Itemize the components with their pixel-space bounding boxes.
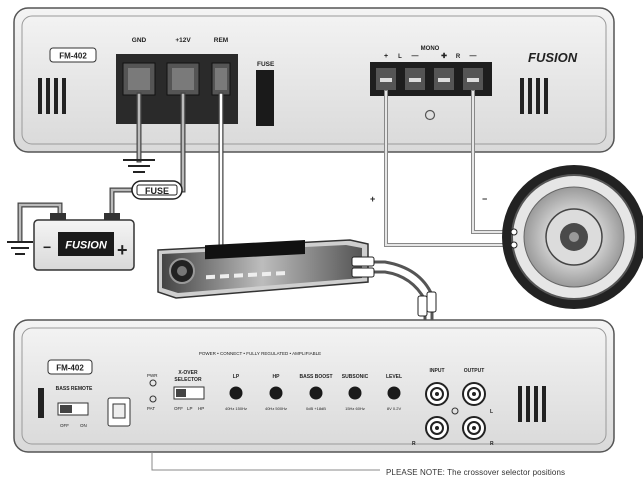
pat-label: PAT [147, 406, 155, 411]
knob-lp[interactable] [229, 386, 243, 400]
battery-brand: FUSION [65, 240, 108, 252]
bass-switch-on: ON [80, 423, 87, 428]
xover-opt-off: OFF [174, 406, 183, 411]
battery [33, 213, 135, 271]
pat-led [149, 395, 157, 403]
knob-hp-label: HP [273, 374, 281, 380]
crossover-note: PLEASE NOTE: The crossover selector posi… [386, 468, 566, 477]
channel-r-label-left: R [412, 441, 416, 447]
inline-fuse-label: FUSE [145, 186, 169, 196]
rca-input-l[interactable] [425, 382, 449, 406]
knob-level-label: LEVEL [386, 374, 402, 380]
indicator-led [424, 109, 436, 121]
knob-hp[interactable] [269, 386, 283, 400]
bass-remote-label: BASS REMOTE [56, 386, 93, 392]
bottom-heatsink-right [518, 386, 546, 422]
power-terminal-block [116, 54, 238, 124]
top-amplifier: FM-402 FUSION GND +12V REM FUSE [13, 7, 615, 153]
knob-hp-range: 40Hz 500Hz [265, 406, 287, 411]
rca-plugs-head-unit [351, 256, 375, 278]
xover-title-2: SELECTOR [174, 377, 202, 383]
ground-symbol-amp [123, 159, 155, 173]
xover-opt-lp: LP [187, 406, 193, 411]
knob-subsonic-range: 15Hz 60Hz [345, 406, 365, 411]
note-leader-line [151, 452, 380, 471]
inline-fuse [131, 180, 183, 200]
knob-lp-label: LP [233, 374, 240, 380]
input-label: INPUT [430, 368, 445, 374]
left-minus-label: — [412, 53, 419, 60]
heatsink-slots-left [38, 78, 66, 114]
knob-level-range: 8V 0.2V [387, 406, 402, 411]
rca-plugs-amp [417, 291, 437, 317]
right-channel-label: R [456, 54, 461, 60]
pwr-led [149, 379, 157, 387]
mono-label: MONO [421, 46, 440, 52]
left-channel-label: L [398, 54, 402, 60]
gnd-label: GND [132, 37, 147, 44]
output-label: OUTPUT [464, 368, 485, 374]
channel-r-label-right: R [490, 441, 494, 447]
rca-output-l[interactable] [462, 382, 486, 406]
channel-l-label: L [490, 409, 493, 415]
speaker-minus-sign: − [482, 194, 487, 204]
ground-symbol-battery [7, 241, 33, 255]
knob-subsonic-label: SUBSONIC [342, 374, 369, 380]
knob-subsonic[interactable] [348, 386, 362, 400]
knob-lp-range: 40Hz 150Hz [225, 406, 247, 411]
heatsink-slots-right [520, 78, 548, 114]
rca-input-r[interactable] [425, 416, 449, 440]
rem-label: REM [214, 37, 228, 44]
knob-bass-boost-range: 0dB +18dB [306, 406, 326, 411]
pwr-label: PWR [147, 373, 158, 378]
knob-bass-boost[interactable] [309, 386, 323, 400]
wiring [7, 90, 514, 320]
bottom-left-slot [38, 388, 44, 418]
bottom-header-text: POWER • CONNECT • FULLY REGULATED • AMPL… [199, 351, 321, 356]
bottom-model-label: FM-402 [56, 364, 84, 373]
subwoofer [502, 165, 643, 309]
brand-logo: FUSION [528, 50, 578, 65]
speaker-plus-sign: + [370, 194, 375, 204]
battery-plus: + [117, 240, 128, 260]
model-badge [49, 47, 97, 63]
rca-output-r[interactable] [462, 416, 486, 440]
xover-opt-hp: HP [198, 406, 204, 411]
head-unit [157, 239, 369, 299]
right-minus-label: — [470, 53, 477, 60]
right-plus-label: ✚ [441, 52, 447, 60]
rca-center-screw [451, 407, 459, 415]
head-unit-display [205, 240, 305, 260]
model-label: FM-402 [59, 52, 87, 61]
bottom-model-badge [47, 359, 93, 375]
knob-bass-boost-label: BASS BOOST [299, 374, 332, 380]
plus12v-label: +12V [175, 37, 191, 44]
knob-level[interactable] [387, 386, 401, 400]
battery-minus: − [43, 239, 51, 255]
amp-fuse-slot [256, 70, 274, 126]
bottom-amplifier: FM-402 POWER • CONNECT • FULLY REGULATED… [13, 319, 615, 453]
xover-title-1: X-OVER [178, 370, 198, 376]
left-plus-label: + [384, 53, 388, 60]
bass-switch-off: OFF [60, 423, 69, 428]
amp-fuse-label: FUSE [257, 61, 275, 68]
